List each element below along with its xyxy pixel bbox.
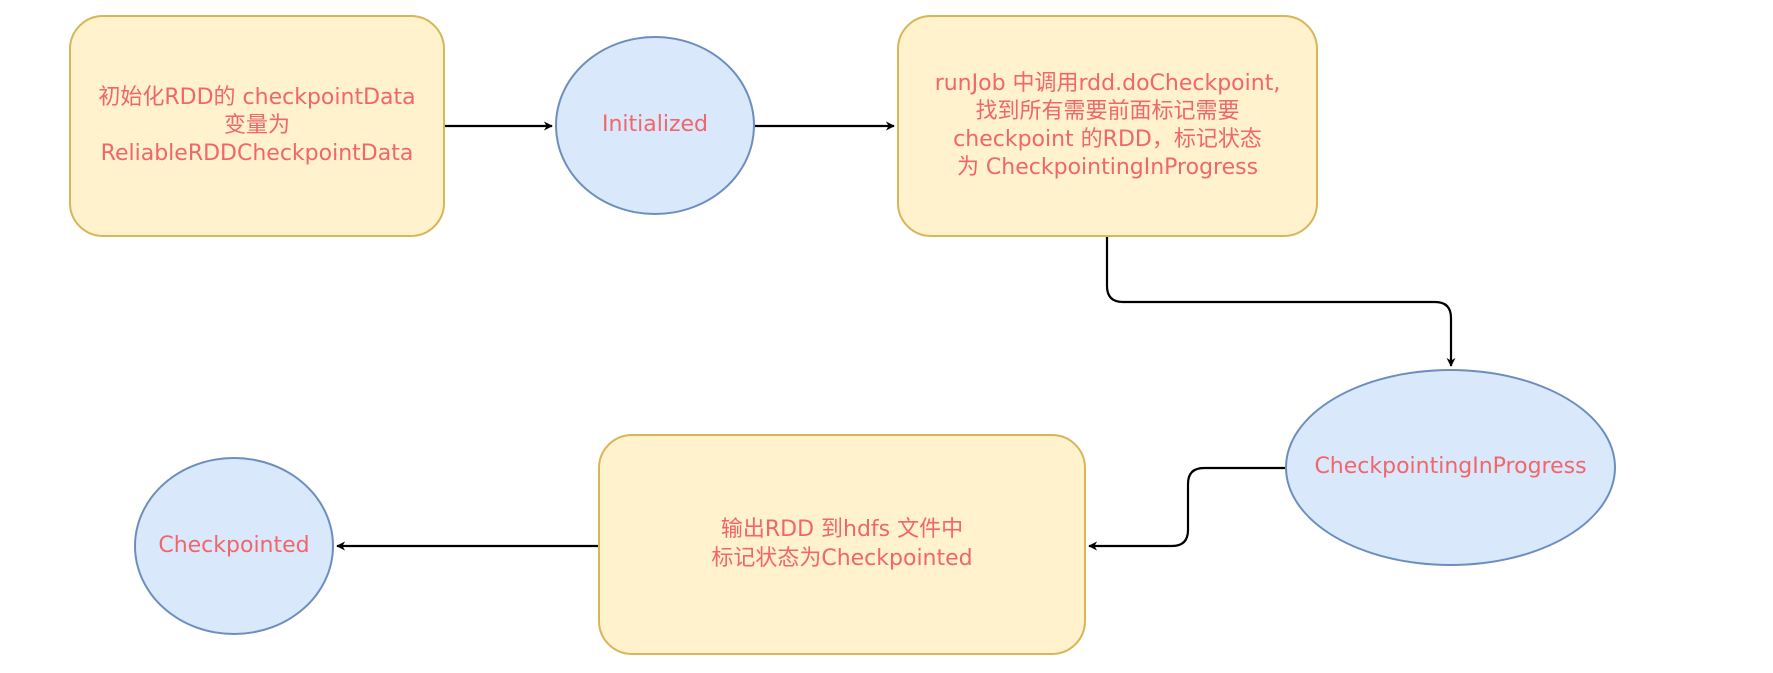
checkpointed-state-ellipse: Checkpointed	[134, 457, 334, 635]
init-rdd-process-box: 初始化RDD的 checkpointData 变量为 ReliableRDDCh…	[69, 15, 445, 237]
checkpointed-label: Checkpointed	[158, 532, 310, 558]
output-rdd-label: 输出RDD 到hdfs 文件中 标记状态为Checkpointed	[711, 517, 973, 571]
checkpointing-in-progress-label: CheckpointingInProgress	[1314, 454, 1587, 480]
init-rdd-label: 初始化RDD的 checkpointData 变量为 ReliableRDDCh…	[98, 84, 416, 167]
edge-runjob-to-checkpointing-in-progress	[1105, 237, 1456, 367]
runjob-process-box: runJob 中调用rdd.doCheckpoint, 找到所有需要前面标记需要…	[897, 15, 1318, 237]
edge-checkpointing-in-progress-to-output	[1088, 466, 1285, 551]
initialized-label: Initialized	[601, 112, 709, 138]
initialized-state-ellipse: Initialized	[555, 36, 755, 215]
checkpointing-in-progress-state-ellipse: CheckpointingInProgress	[1285, 369, 1616, 566]
runjob-label: runJob 中调用rdd.doCheckpoint, 找到所有需要前面标记需要…	[934, 70, 1281, 181]
output-rdd-process-box: 输出RDD 到hdfs 文件中 标记状态为Checkpointed	[598, 434, 1086, 655]
